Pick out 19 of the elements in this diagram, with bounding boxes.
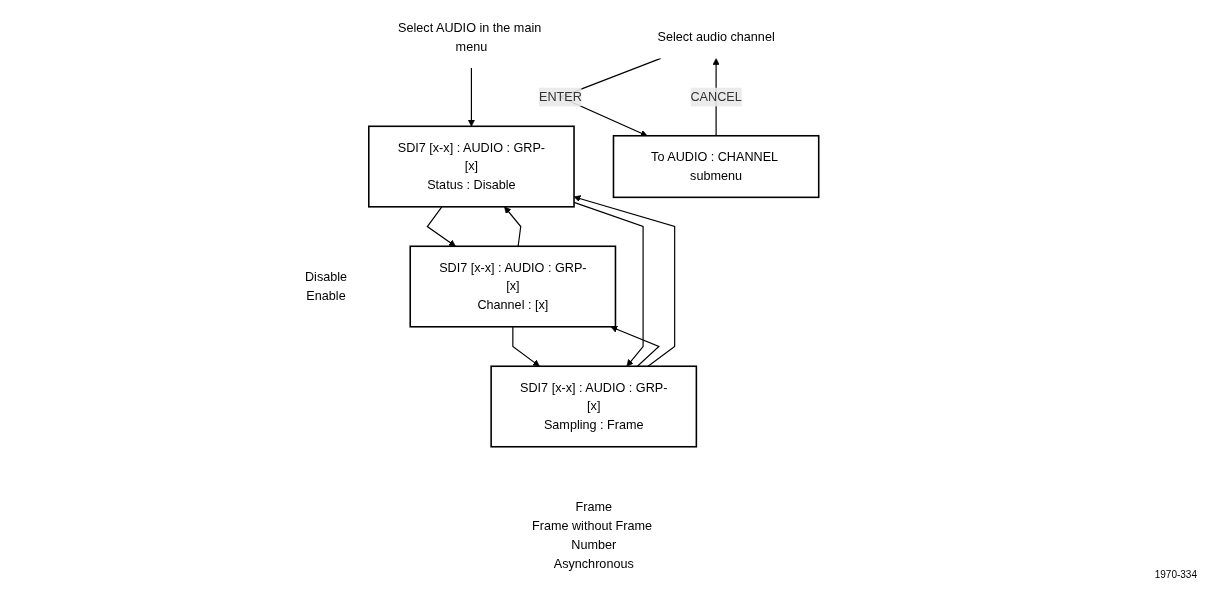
node-label: Asynchronous [553, 557, 634, 571]
node-label: Enable [306, 288, 346, 303]
node-text: Select audio channel [657, 29, 775, 44]
node-box: SDI7 [x-x] : AUDIO : GRP-[x] Channel : [x] [409, 245, 617, 328]
node-box: To AUDIO : CHANNEL submenu [612, 135, 820, 199]
arrow [504, 206, 522, 247]
arrow [467, 67, 475, 127]
node-text: Select AUDIO in the main menu [398, 20, 542, 53]
node-label: Disable [304, 269, 348, 284]
node-box: SDI7 [x-x] : AUDIO : GRP-[x] Status : Disable [368, 125, 575, 208]
node-label: Frame without Frame Number [531, 519, 652, 552]
edge-label: CANCEL [690, 89, 742, 104]
edge-label: ENTER [538, 89, 582, 104]
figure-number: 1970-334 [1154, 569, 1197, 580]
arrow [426, 206, 456, 247]
arrow [512, 326, 540, 367]
arrow [610, 325, 660, 367]
node-box: SDI7 [x-x] : AUDIO : GRP-[x] Sampling : Frame [490, 365, 698, 448]
node-label: Frame [575, 500, 612, 514]
